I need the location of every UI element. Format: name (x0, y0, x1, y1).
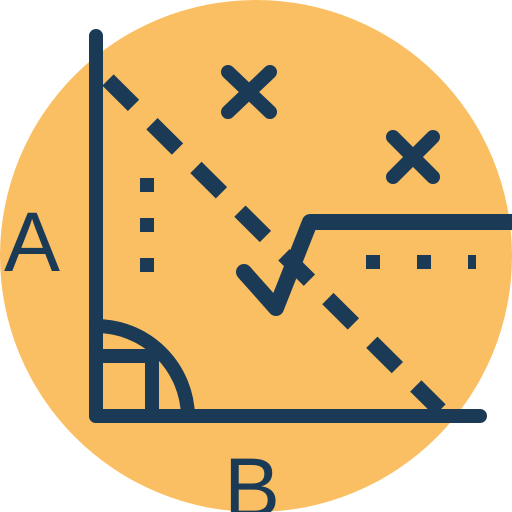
angle-arc (89, 319, 195, 423)
x-mark-right (386, 130, 440, 184)
check-mark (236, 214, 512, 316)
label-b: B (224, 441, 281, 512)
x-mark-left (221, 65, 277, 119)
label-a: A (4, 195, 61, 289)
right-angle-square (89, 349, 159, 423)
dashed-diagonal-line (102, 74, 446, 416)
